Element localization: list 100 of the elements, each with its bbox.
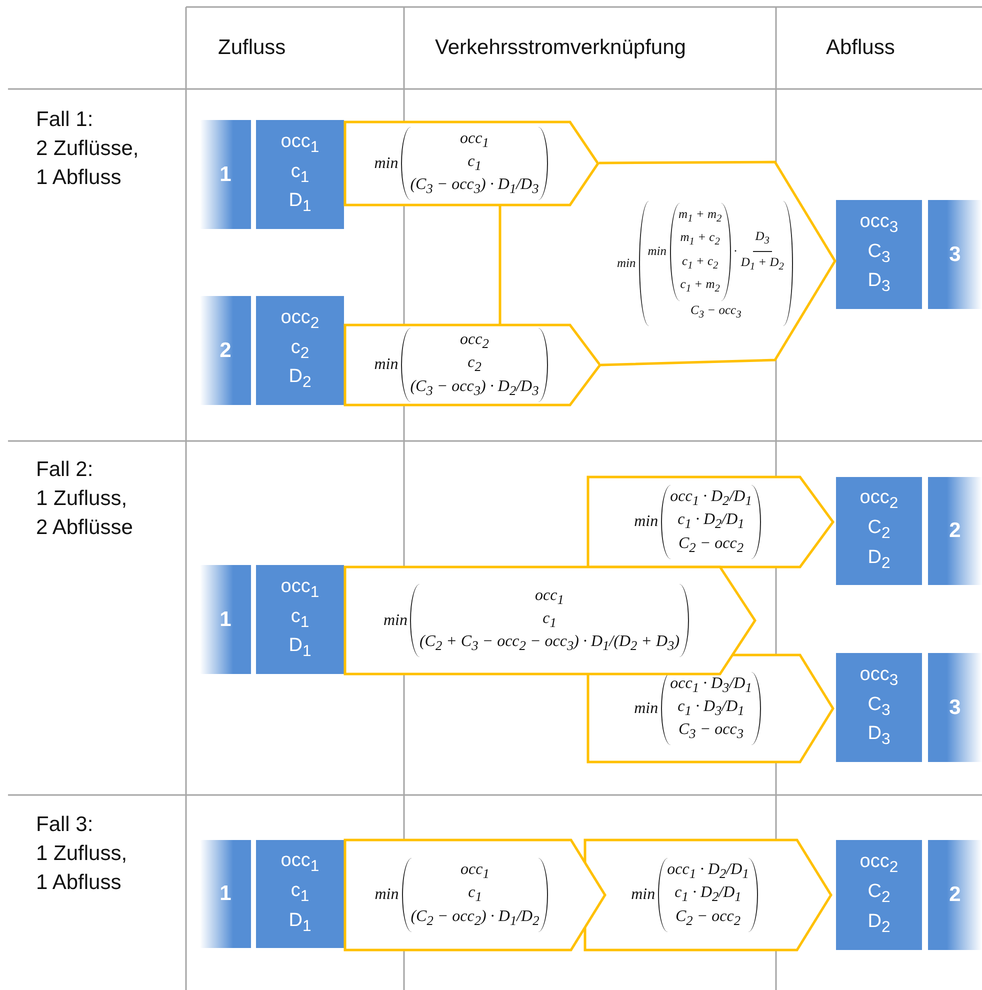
lane-value-box — [256, 120, 344, 229]
variable-label: occ$_{2}$ — [860, 850, 898, 878]
connector-line — [498, 205, 502, 325]
column-header: Abfluss — [826, 35, 895, 61]
lane-number-bar — [200, 840, 251, 948]
variable-label: c$_{1}$ — [290, 160, 310, 188]
lane-number-bar — [928, 200, 982, 309]
lane-value-box — [256, 840, 344, 948]
lane-number: 3 — [949, 242, 961, 266]
formula-term: c$_{1}$ · D$_{2}$/D$_{1}$ — [674, 883, 742, 907]
formula-term: occ$_{1}$ · D$_{2}$/D$_{1}$ — [670, 487, 752, 510]
variable-label: occ$_{2}$ — [280, 306, 320, 334]
lane-number-bar — [928, 477, 982, 585]
variable-label: occ$_{3}$ — [860, 662, 898, 691]
formula-term: (C$_{3}$ − occ$_{3}$) · D$_{1}$/D$_{3}$ — [410, 175, 539, 198]
formula-term: c$_{1}$ — [542, 608, 556, 632]
lane-number: 2 — [949, 519, 961, 543]
formula-term: occ$_{1}$ — [460, 128, 489, 152]
variable-label: C$_{2}$ — [868, 516, 890, 544]
variable-label: C$_{3}$ — [868, 240, 890, 268]
formula-term: c$_{1}$ · D$_{2}$/D$_{1}$ — [678, 510, 744, 534]
min-operator: min — [634, 513, 658, 531]
formula-term: (C$_{2}$ − occ$_{2}$) · D$_{1}$/D$_{2}$ — [410, 906, 540, 930]
min-operator: min — [374, 356, 398, 374]
chevron-shape — [588, 477, 833, 567]
min-operator: min — [634, 700, 658, 718]
variable-label: C$_{2}$ — [868, 880, 890, 908]
formula-term: c$_{1}$ — [468, 883, 482, 907]
fraction-numerator: D$_{3}$ — [753, 226, 772, 252]
formula-term: c$_{2}$ — [468, 353, 482, 377]
formula-term: m$_{1}$ + c$_{2}$ — [680, 229, 720, 250]
row-header: Fall 3: 1 Zufluss, 1 Abfluss — [36, 812, 128, 896]
chevron-shape — [345, 840, 605, 950]
variable-label: occ$_{1}$ — [280, 130, 320, 158]
formula-term: m$_{1}$ + m$_{2}$ — [678, 206, 722, 226]
variable-label: D$_{3}$ — [868, 722, 890, 750]
lane-number-bar — [928, 653, 982, 762]
lane-number: 1 — [220, 608, 232, 632]
variable-label: c$_{1}$ — [290, 879, 310, 907]
lane-number: 1 — [220, 162, 232, 186]
variable-label: occ$_{2}$ — [860, 486, 898, 514]
min-operator: min — [648, 243, 667, 260]
variable-label: occ$_{1}$ — [280, 849, 320, 878]
formula-term: occ$_{1}$ · D$_{3}$/D$_{1}$ — [670, 674, 752, 697]
column-header: Zufluss — [218, 35, 286, 61]
lane-value-box — [836, 477, 922, 585]
formula-term: occ$_{1}$ · D$_{2}$/D$_{1}$ — [667, 860, 749, 884]
min-operator: min — [374, 154, 398, 172]
formula-term: c$_{1}$ + c$_{2}$ — [682, 252, 718, 274]
fraction-denominator: D$_{1}$ + D$_{2}$ — [740, 254, 784, 275]
lane-number: 1 — [220, 882, 232, 906]
variable-label: D$_{2}$ — [868, 910, 890, 938]
chevron-shape — [345, 325, 600, 405]
formula-term: c$_{1}$ · D$_{3}$/D$_{1}$ — [678, 696, 744, 720]
variable-label: D$_{2}$ — [288, 365, 312, 394]
variable-label: occ$_{3}$ — [860, 210, 898, 238]
formula-term: (C$_{2}$ + C$_{3}$ − occ$_{2}$ − occ$_{3}$) · D$_{1}$/(D$_{2}$ + D$_{3}$) — [419, 632, 680, 656]
chevron-shape — [345, 567, 755, 674]
lane-value-box — [256, 296, 344, 405]
lane-value-box — [836, 653, 922, 762]
row-header: Fall 2: 1 Zufluss, 2 Abflüsse — [36, 457, 133, 541]
variable-label: D$_{1}$ — [288, 634, 312, 662]
min-operator: min — [374, 886, 399, 904]
variable-label: occ$_{1}$ — [280, 574, 320, 603]
variable-label: D$_{3}$ — [868, 269, 890, 298]
lane-number: 2 — [949, 883, 961, 907]
min-operator: min — [617, 256, 636, 271]
chevron-shape — [599, 162, 835, 365]
formula-term: occ$_{2}$ — [460, 330, 489, 354]
formula-term: occ$_{1}$ — [460, 860, 490, 884]
lane-number-bar — [200, 296, 251, 405]
chevron-shape — [585, 840, 831, 950]
lane-number-bar — [200, 120, 251, 229]
formula-term: c$_{1}$ — [468, 152, 482, 176]
variable-label: c$_{2}$ — [290, 336, 310, 364]
variable-label: c$_{1}$ — [290, 604, 310, 632]
lane-number-bar — [200, 565, 251, 674]
formula-term: C$_{3}$ − occ$_{3}$ — [678, 720, 744, 744]
multiplication-dot: · — [734, 243, 737, 260]
formula-term: (C$_{3}$ − occ$_{3}$) · D$_{2}$/D$_{3}$ — [410, 376, 539, 400]
variable-label: C$_{3}$ — [868, 692, 890, 720]
formula-term: occ$_{1}$ — [535, 586, 564, 609]
variable-label: D$_{1}$ — [288, 189, 312, 218]
formula-term: C$_{2}$ − occ$_{2}$ — [678, 534, 744, 557]
lane-number-bar — [928, 840, 982, 950]
min-operator: min — [383, 612, 408, 630]
lane-number: 3 — [949, 696, 961, 720]
variable-label: D$_{2}$ — [868, 546, 890, 574]
chevron-shape — [345, 122, 598, 205]
lane-number: 2 — [220, 338, 232, 362]
formula-term: c$_{1}$ + m$_{2}$ — [680, 276, 720, 297]
lane-value-box — [836, 840, 922, 950]
formula-term: C$_{3}$ − occ$_{3}$ — [690, 302, 742, 322]
formula-term: C$_{2}$ − occ$_{2}$ — [675, 906, 740, 930]
lane-value-box — [836, 200, 922, 309]
column-header: Verkehrsstromverknüpfung — [435, 35, 686, 61]
min-operator: min — [631, 886, 656, 904]
variable-label: D$_{1}$ — [288, 908, 312, 937]
lane-value-box — [256, 565, 344, 674]
row-header: Fall 1: 2 Zuflüsse, 1 Abfluss — [36, 107, 139, 191]
